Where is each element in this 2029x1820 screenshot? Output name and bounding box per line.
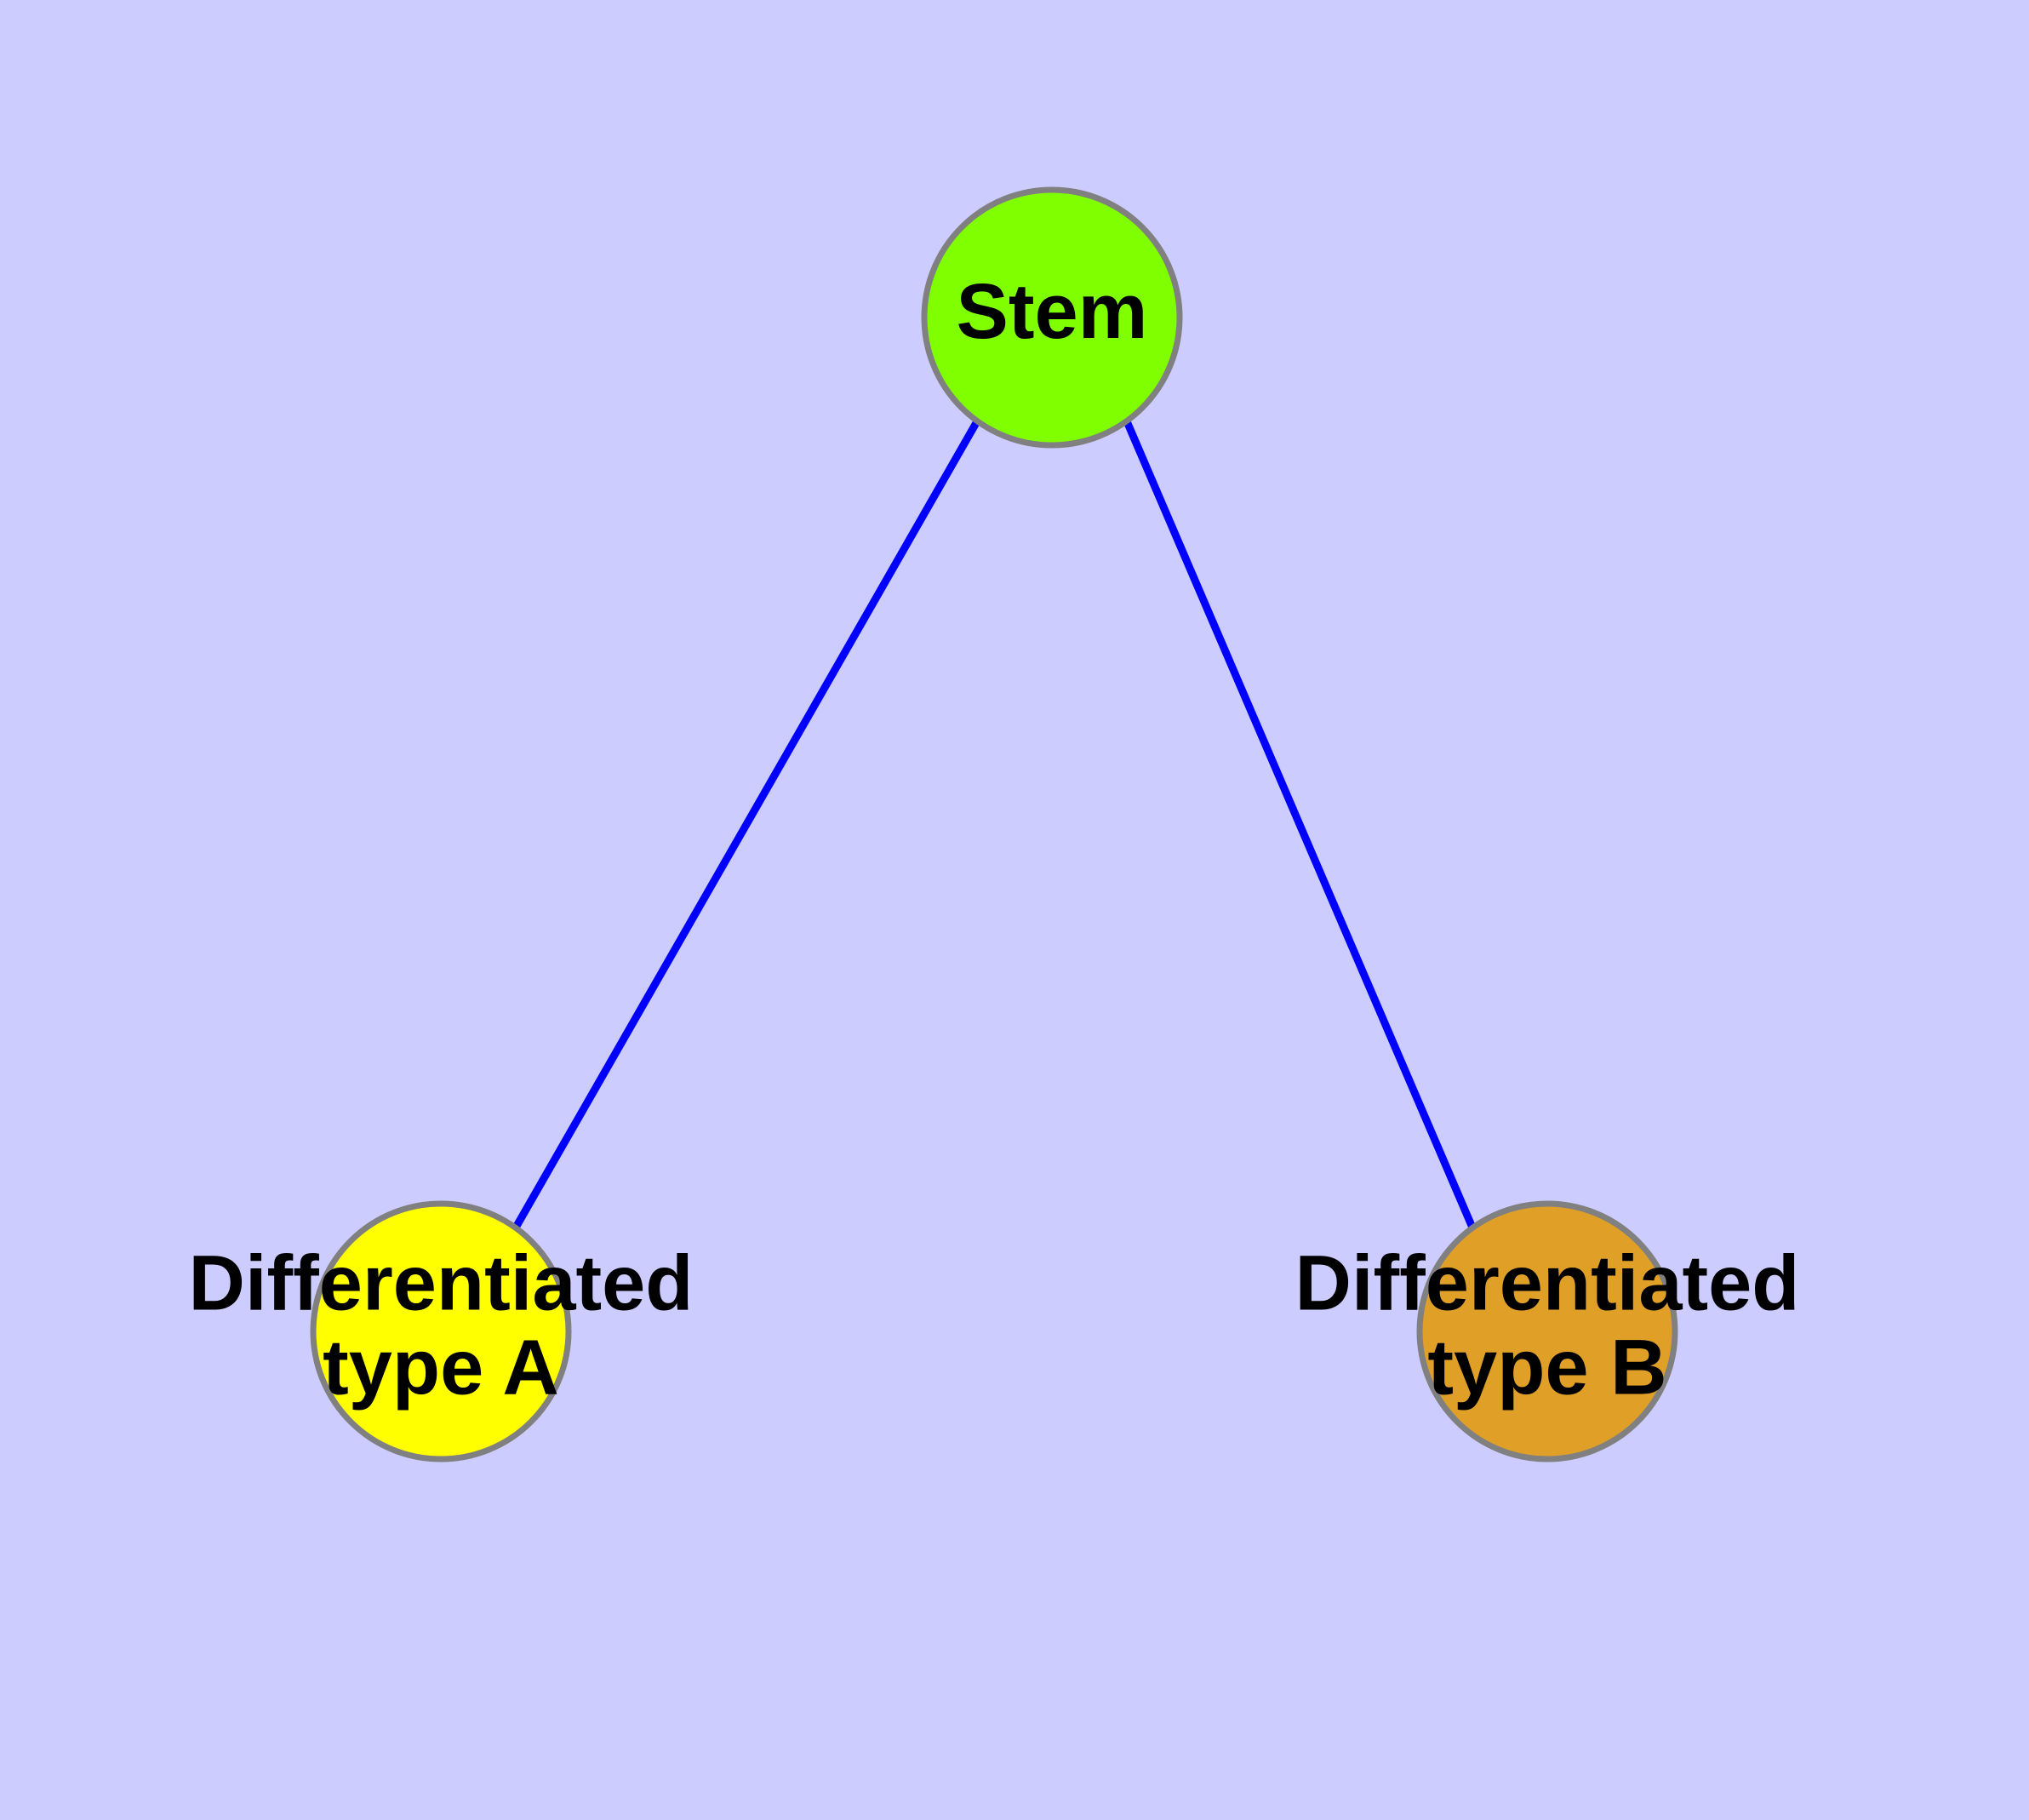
- node-label-line: Differentiated: [189, 1240, 694, 1327]
- node-stem-label: Stem: [957, 268, 1148, 355]
- edge-stem-to-diff-a: [512, 419, 980, 1230]
- node-label-line: Stem: [957, 268, 1148, 355]
- node-label-line: Differentiated: [1295, 1240, 1800, 1327]
- node-stem-circle[interactable]: [921, 186, 1183, 449]
- node-label-line: type A: [323, 1325, 559, 1411]
- nodes-layer: [310, 186, 1678, 1462]
- node-stem[interactable]: [921, 186, 1183, 449]
- edges-layer: [512, 419, 1477, 1230]
- node-differentiated-type-a[interactable]: [310, 1200, 572, 1462]
- node-label-line: type B: [1427, 1325, 1666, 1411]
- node-differentiated-type-b[interactable]: [1416, 1200, 1678, 1462]
- node-differentiated-type-b-circle[interactable]: [1416, 1200, 1678, 1462]
- edge-stem-to-diff-b: [1123, 420, 1477, 1229]
- node-differentiated-type-a-circle[interactable]: [310, 1200, 572, 1462]
